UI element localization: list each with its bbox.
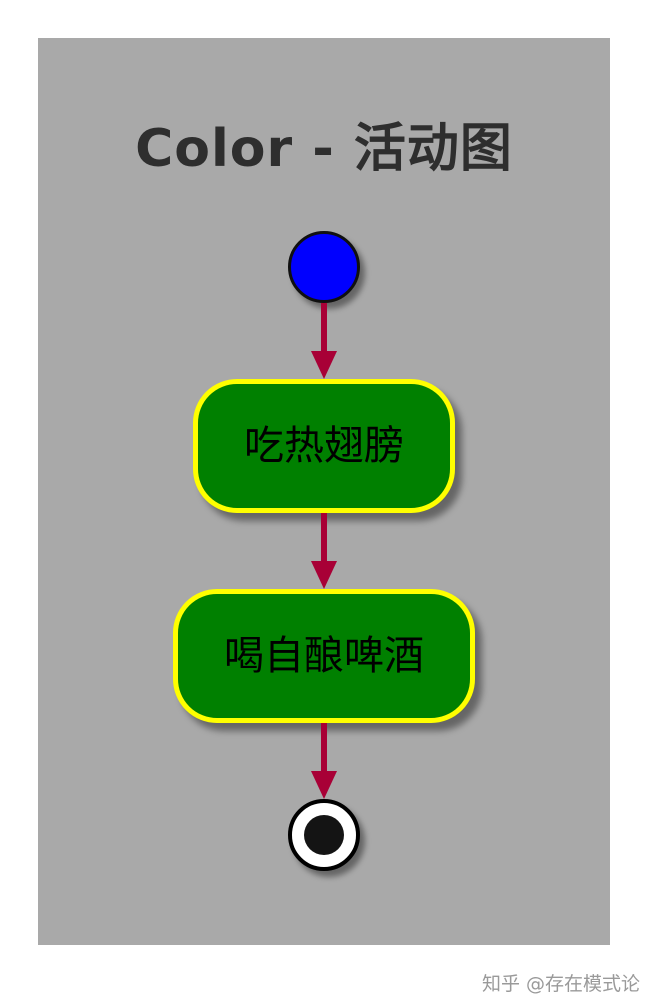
diagram-title: Color - 活动图	[135, 119, 513, 179]
start-node-icon	[288, 231, 360, 303]
arrow-activity-2-to-end	[311, 723, 337, 799]
arrow-shaft	[321, 513, 327, 561]
activity-eat-hot-wings: 吃热翅膀	[193, 379, 455, 513]
arrow-shaft	[321, 723, 327, 771]
arrow-head-icon	[311, 351, 337, 379]
end-node-inner-dot	[304, 815, 344, 855]
watermark: 知乎 @存在模式论	[481, 973, 640, 995]
arrow-head-icon	[311, 561, 337, 589]
arrow-shaft	[321, 303, 327, 351]
arrow-start-to-activity-1	[311, 303, 337, 379]
end-node-icon	[288, 799, 360, 871]
activity-diagram-canvas: Color - 活动图 吃热翅膀 喝自酿啤酒	[38, 38, 610, 945]
arrow-activity-1-to-activity-2	[311, 513, 337, 589]
activity-drink-homebrew-beer: 喝自酿啤酒	[173, 589, 475, 723]
arrow-head-icon	[311, 771, 337, 799]
